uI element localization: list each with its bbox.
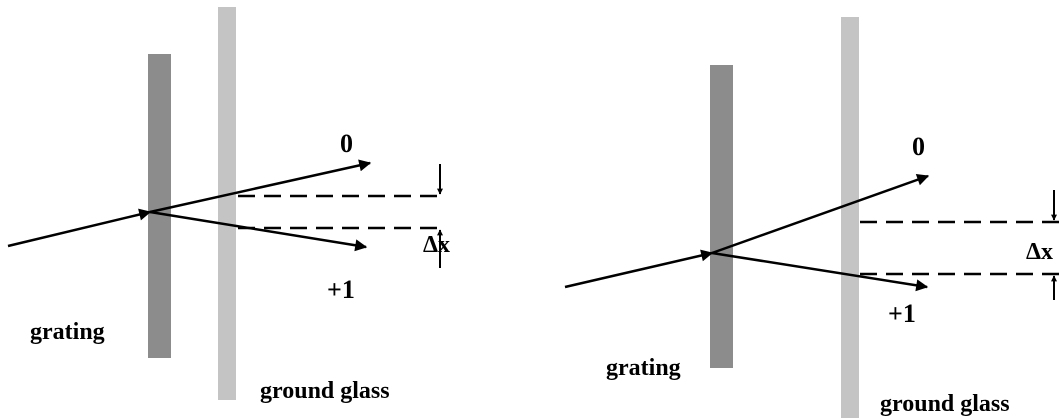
incident-ray	[7, 208, 152, 248]
grating-bar	[710, 65, 733, 368]
zero-order-ray	[711, 173, 930, 255]
panel-left: 0 +1 Δx grating ground glass	[7, 7, 450, 404]
ground-glass-bar	[218, 7, 236, 400]
incident-ray	[564, 249, 714, 289]
label-delta-x: Δx	[423, 232, 450, 258]
label-order-plus1: +1	[327, 275, 355, 304]
first-order-ray	[711, 251, 929, 292]
label-ground-glass: ground glass	[260, 378, 390, 404]
label-grating: grating	[30, 319, 105, 345]
label-ground-glass: ground glass	[880, 391, 1010, 417]
label-order-0: 0	[912, 132, 925, 161]
label-order-plus1: +1	[888, 299, 916, 328]
label-delta-x: Δx	[1026, 239, 1053, 265]
label-order-0: 0	[340, 129, 353, 158]
first-order-ray	[149, 210, 368, 252]
grating-bar	[148, 54, 171, 358]
panel-right: 0 +1 Δx grating ground glass	[564, 17, 1060, 418]
zero-order-ray	[149, 159, 372, 214]
ground-glass-bar	[841, 17, 859, 418]
label-grating: grating	[606, 355, 681, 381]
